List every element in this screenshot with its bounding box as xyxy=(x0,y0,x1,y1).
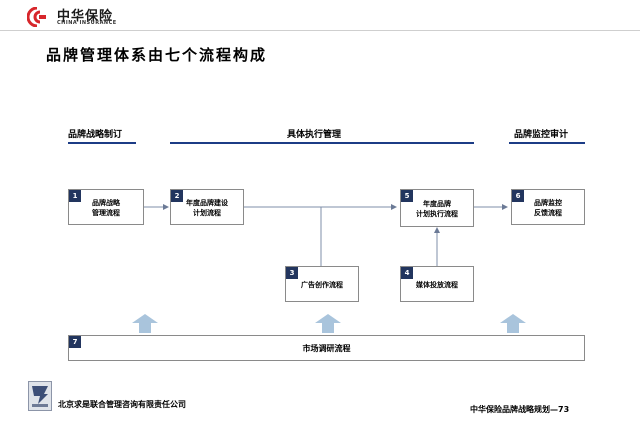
process-box-5[interactable]: 5 年度品牌 计划执行流程 xyxy=(400,189,474,227)
process-box-4[interactable]: 4 媒体投放流程 xyxy=(400,266,474,302)
box-6-label-line1: 品牌监控 xyxy=(534,199,562,207)
box-1-label-line1: 品牌战略 xyxy=(92,199,120,207)
brand-name-en: CHINA INSURANCE xyxy=(57,20,117,26)
phase-execution-line xyxy=(170,142,474,144)
china-insurance-logo-icon xyxy=(27,7,46,27)
box-3-label-line1: 广告创作流程 xyxy=(301,281,343,289)
phase-execution-label: 具体执行管理 xyxy=(287,130,342,140)
box-3-number: 3 xyxy=(286,267,298,279)
box-2-label-line1: 年度品牌建设 xyxy=(186,199,228,207)
box-5-label-line1: 年度品牌 xyxy=(423,200,451,208)
phase-audit-line xyxy=(509,142,585,144)
process-box-6[interactable]: 6 品牌监控 反馈流程 xyxy=(511,189,585,225)
box-5-label-line2: 计划执行流程 xyxy=(416,210,458,218)
up-arrow-right-icon xyxy=(500,314,526,333)
box-4-label-line1: 媒体投放流程 xyxy=(416,281,458,289)
consulting-logo-icon xyxy=(28,381,52,411)
box-2-label-line2: 计划流程 xyxy=(193,209,221,217)
box-6-number: 6 xyxy=(512,190,524,202)
box-4-number: 4 xyxy=(401,267,413,279)
box-6-label-line2: 反馈流程 xyxy=(534,209,562,217)
footer-company-name: 北京求是联合管理咨询有限责任公司 xyxy=(58,400,186,409)
phase-strategy-line xyxy=(68,142,136,144)
page-title: 品牌管理体系由七个流程构成 xyxy=(46,46,268,64)
footer-page-label: 中华保险品牌战略规划—73 xyxy=(470,405,570,414)
box-5-number: 5 xyxy=(401,190,413,202)
phase-strategy-label: 品牌战略制订 xyxy=(68,130,123,140)
process-box-2[interactable]: 2 年度品牌建设 计划流程 xyxy=(170,189,244,225)
box-2-number: 2 xyxy=(171,190,183,202)
up-arrow-middle-icon xyxy=(315,314,341,333)
box-1-label-line2: 管理流程 xyxy=(92,209,120,217)
up-arrow-left-icon xyxy=(132,314,158,333)
brand-name-cn: 中华保险 xyxy=(57,9,114,24)
box-1-number: 1 xyxy=(69,190,81,202)
box-7-label: 市场调研流程 xyxy=(302,344,351,353)
process-box-1[interactable]: 1 品牌战略 管理流程 xyxy=(68,189,144,225)
process-box-3[interactable]: 3 广告创作流程 xyxy=(285,266,359,302)
header-divider xyxy=(0,30,640,31)
process-box-7[interactable]: 7 市场调研流程 xyxy=(68,335,585,361)
box-7-number: 7 xyxy=(69,336,81,348)
phase-audit-label: 品牌监控审计 xyxy=(514,130,569,140)
